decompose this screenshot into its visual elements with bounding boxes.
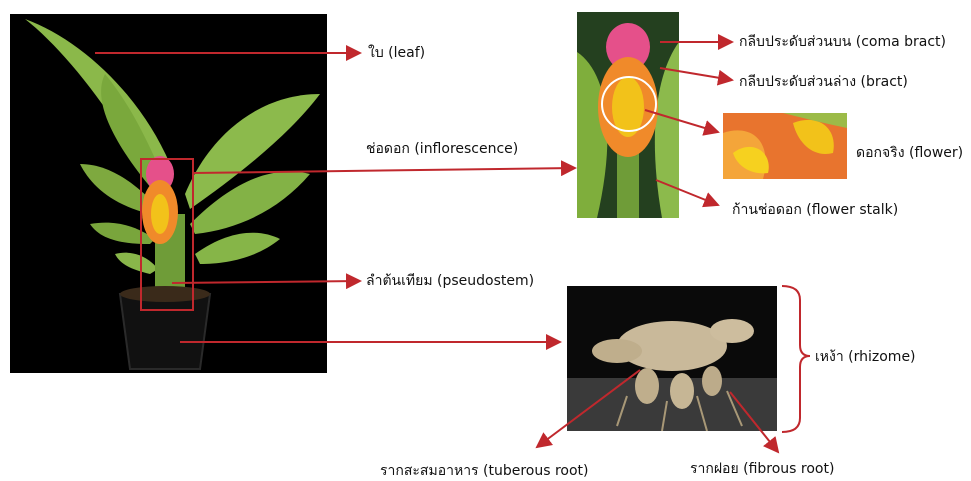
flower-photo [723, 113, 847, 179]
rhizome-bracket [782, 286, 810, 432]
flower-stalk-label: ก้านช่อดอก (flower stalk) [732, 201, 898, 219]
rhizome-illustration [567, 286, 777, 431]
inflorescence-outline [140, 158, 194, 311]
inflorescence-illustration [577, 12, 679, 218]
inflorescence-photo [577, 12, 679, 218]
fibrous-root-label: รากฝอย (fibrous root) [690, 460, 834, 478]
tuberous-root-label: รากสะสมอาหาร (tuberous root) [380, 462, 589, 480]
rhizome-label: เหง้า (rhizome) [815, 348, 916, 366]
pseudostem-label: ลำต้นเทียม (pseudostem) [366, 272, 534, 290]
flower-label: ดอกจริง (flower) [856, 144, 963, 162]
bract-label: กลีบประดับส่วนล่าง (bract) [739, 73, 908, 91]
inflorescence-label: ช่อดอก (inflorescence) [366, 140, 518, 158]
leaf-label: ใบ (leaf) [368, 44, 425, 62]
rhizome-photo [567, 286, 777, 431]
coma-bract-label: กลีบประดับส่วนบน (coma bract) [739, 33, 946, 51]
flower-illustration [723, 113, 847, 179]
